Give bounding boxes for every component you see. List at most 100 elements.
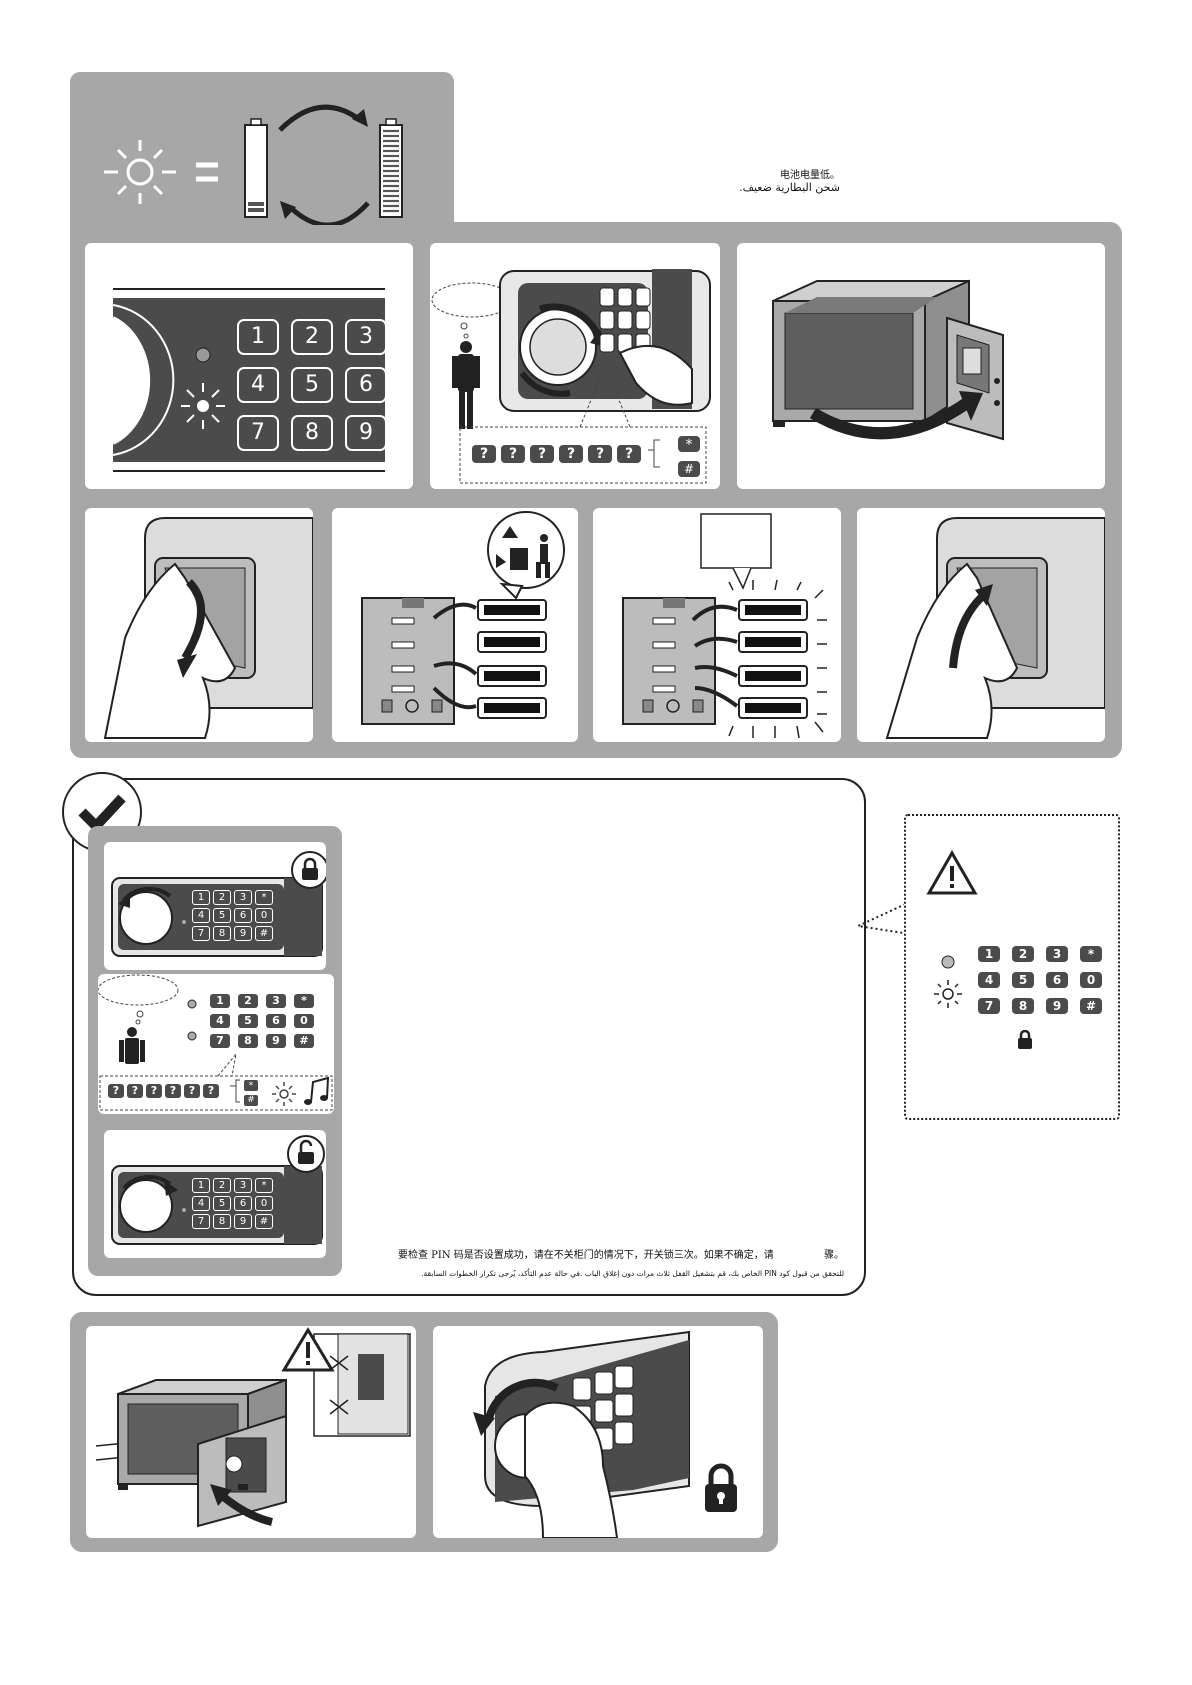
warning-icon [926,850,978,895]
verify-keypad: 1 2 3 * 4 5 6 0 7 8 9 # [210,994,314,1048]
small-key: 7 [192,926,210,941]
key-5: 5 [291,367,333,403]
small-key: # [255,926,273,941]
small-key: 4 [210,1014,230,1028]
small-key: 6 [266,1014,286,1028]
small-key: # [1080,998,1102,1014]
battery-low-note-zh: 电池电量低。 [780,170,840,181]
small-key: 6 [1046,972,1068,988]
code-key: ? [165,1084,181,1098]
key-7: 7 [237,415,279,451]
music-note-icon [304,1076,330,1105]
small-key: 3 [1046,946,1068,962]
code-key: ? [501,445,525,463]
key-4: 4 [237,367,279,403]
small-key: 8 [1012,998,1034,1014]
warning-keypad: 1 2 3 * 4 5 6 0 7 8 9 # [978,946,1102,1014]
small-key: * [255,1178,273,1193]
code-key: ? [203,1084,219,1098]
code-sequence: ? ? ? ? ? ? [472,445,641,463]
small-key: 4 [192,908,210,923]
code-key: ? [617,445,641,463]
small-key: 6 [234,1196,252,1211]
code-key: ? [559,445,583,463]
code-key: ? [588,445,612,463]
small-key: 2 [213,890,231,905]
battery-low-note: 电池电量低。 شحن البطارية ضعيف. [700,166,840,194]
verify-note-zh: 要检查 PIN 码是否设置成功，请在不关柜门的情况下，开关锁三次。如果不确定，请 [398,1250,774,1261]
key-6: 6 [345,367,387,403]
enter-code-card: ? ? ? ? ? ? * # [430,243,720,489]
person-icon [119,1027,145,1064]
enter-code-verify-card: 1 2 3 * 4 5 6 0 7 8 9 # ? ? ? ? ? ? * # [98,974,334,1114]
hash-key: # [678,461,700,477]
small-key: 7 [192,1214,210,1229]
insert-batteries-card [593,508,841,742]
key-3: 3 [345,319,387,355]
small-key: 2 [213,1178,231,1193]
small-key: 9 [234,926,252,941]
small-key: 9 [234,1214,252,1229]
lock-icon [705,1463,737,1512]
small-key: 8 [238,1034,258,1048]
small-key: 4 [192,1196,210,1211]
swap-arrows-icon [278,104,370,225]
code-key: ? [530,445,554,463]
battery-icon [379,118,403,218]
small-key: # [255,1214,273,1229]
key-1: 1 [237,319,279,355]
small-key: 0 [255,908,273,923]
small-key: 7 [978,998,1000,1014]
turn-knob-lock-card: 1 2 3 * 4 5 6 0 7 8 9 # [104,842,326,970]
close-door-card [86,1326,416,1538]
small-key: 0 [294,1014,314,1028]
open-safe-card [737,243,1105,489]
key-8: 8 [291,415,333,451]
sun-icon [934,980,962,1008]
small-key: * [1080,946,1102,962]
small-key: 5 [213,1196,231,1211]
lock-icon [1018,1030,1032,1049]
star-key: * [678,436,700,453]
small-key: 8 [213,926,231,941]
small-key: 9 [266,1034,286,1048]
battery-low-note-ar: شحن البطارية ضعيف. [739,181,840,194]
warning-box: 1 2 3 * 4 5 6 0 7 8 9 # [904,814,1120,1120]
verify-code-sequence: ? ? ? ? ? ? [108,1084,219,1098]
small-key: 9 [1046,998,1068,1014]
small-key: 1 [978,946,1000,962]
battery-low-graphic [104,104,403,225]
key-9: 9 [345,415,387,451]
small-key: 8 [213,1214,231,1229]
close-battery-cover-card [857,508,1105,742]
turn-knob-unlock-card: 1 2 3 * 4 5 6 0 7 8 9 # [104,1130,326,1258]
small-key: * [294,994,314,1008]
small-key: 6 [234,908,252,923]
keypad-blink-card: 1 2 3 4 5 6 7 8 9 [85,243,413,489]
sun-icon [272,1082,296,1106]
small-key: 2 [1012,946,1034,962]
verify-note: 要检查 PIN 码是否设置成功，请在不关柜门的情况下，开关锁三次。如果不确定，请… [398,1246,844,1278]
unlock-icon [298,1139,314,1164]
small-key: # [294,1034,314,1048]
key-2: 2 [291,319,333,355]
small-key: 7 [210,1034,230,1048]
remove-batteries-card [332,508,578,742]
small-key: 2 [238,994,258,1008]
small-key: * [255,890,273,905]
lock-icon [302,857,318,880]
battery-icon [244,118,268,218]
person-icon [452,341,480,429]
small-key: 0 [255,1196,273,1211]
open-battery-cover-card [85,508,313,742]
small-keypad: 1 2 3 * 4 5 6 0 7 8 9 # [192,890,273,941]
small-key: 5 [1012,972,1034,988]
code-key: ? [184,1084,200,1098]
code-key: ? [146,1084,162,1098]
small-key: 5 [238,1014,258,1028]
hash-key: # [244,1095,258,1106]
verify-note-ar: للتحقق من قبول كود PIN الخاص بك، قم بتشغ… [421,1269,844,1278]
code-key: ? [127,1084,143,1098]
small-key: 3 [234,890,252,905]
code-key: ? [108,1084,124,1098]
